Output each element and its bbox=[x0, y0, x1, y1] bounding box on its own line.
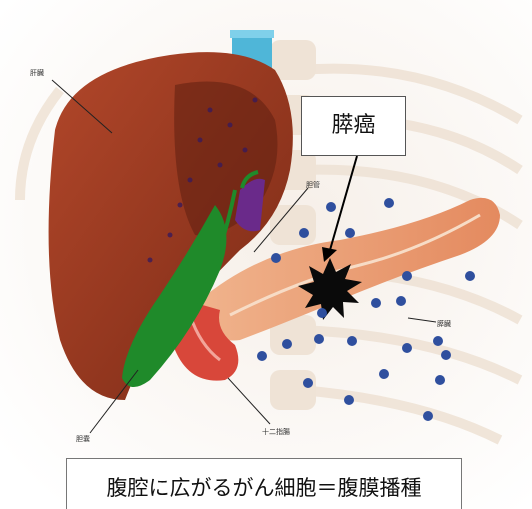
dot-icon bbox=[303, 378, 313, 388]
dot-icon bbox=[423, 411, 433, 421]
dot-icon bbox=[435, 375, 445, 385]
bile-duct-label: 胆管 bbox=[306, 180, 320, 190]
duodenum-label: 十二指腸 bbox=[262, 427, 290, 437]
dot-icon bbox=[317, 308, 327, 318]
dot-icon bbox=[379, 369, 389, 379]
dot-icon bbox=[433, 336, 443, 346]
dot-icon bbox=[257, 351, 267, 361]
dot-icon bbox=[326, 202, 336, 212]
dot-icon bbox=[299, 228, 309, 238]
pancreas-label: 膵臓 bbox=[437, 319, 451, 329]
dot-icon bbox=[347, 336, 357, 346]
dot-icon bbox=[396, 296, 406, 306]
dot-icon bbox=[271, 253, 281, 263]
gallbladder-label: 胆嚢 bbox=[76, 434, 90, 444]
dot-icon bbox=[344, 395, 354, 405]
dot-icon bbox=[402, 271, 412, 281]
dot-icon bbox=[465, 271, 475, 281]
dot-icon bbox=[402, 343, 412, 353]
liver-label: 肝臓 bbox=[30, 68, 44, 78]
dot-icon bbox=[282, 339, 292, 349]
dot-icon bbox=[371, 298, 381, 308]
caption: 腹腔に広がるがん細胞＝腹膜播種 bbox=[66, 458, 462, 509]
dot-icon bbox=[384, 198, 394, 208]
dot-icon bbox=[314, 334, 324, 344]
dot-icon bbox=[345, 228, 355, 238]
dot-icon bbox=[441, 350, 451, 360]
tumor-callout: 膵癌 bbox=[301, 96, 406, 156]
